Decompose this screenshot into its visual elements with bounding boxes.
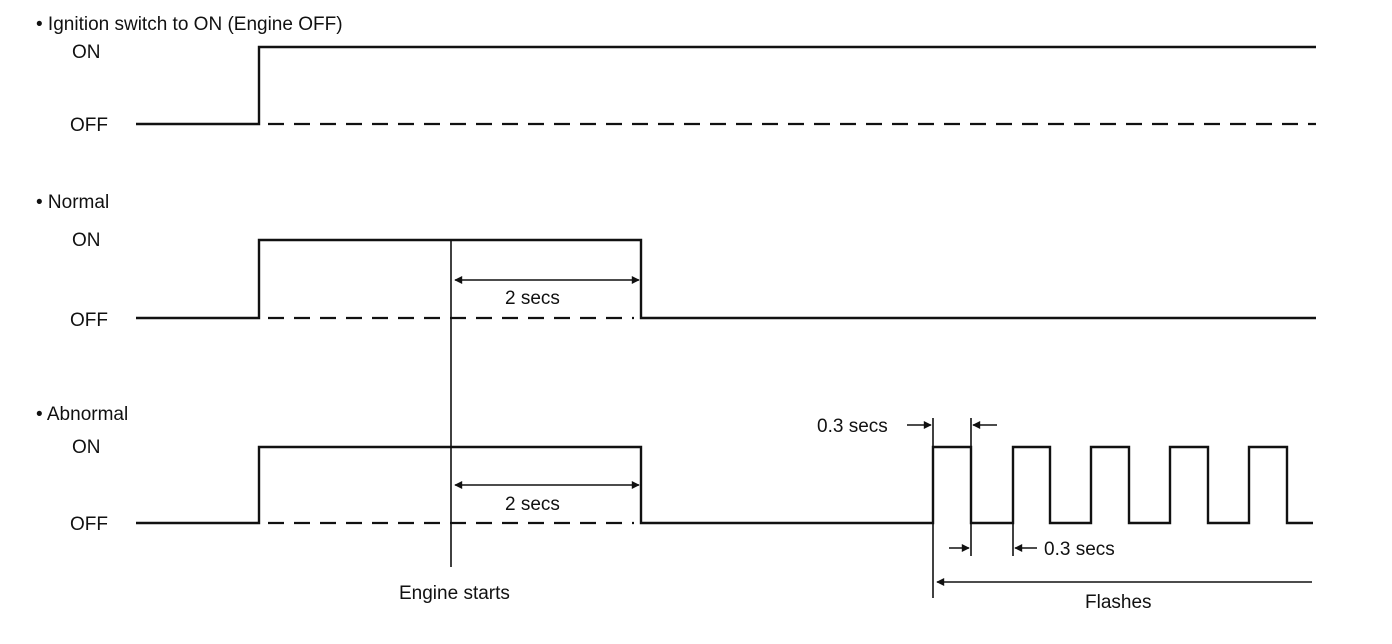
abnormal-section: • Abnormal ON OFF 2 secs 0.3 secs 0.3 se… bbox=[36, 404, 1313, 613]
off-time-label: 0.3 secs bbox=[1044, 539, 1115, 560]
ignition-on-label: ON bbox=[72, 42, 101, 63]
abnormal-duration-label: 2 secs bbox=[505, 494, 560, 515]
ignition-signal-trace bbox=[136, 45, 1316, 126]
normal-signal-trace bbox=[136, 238, 1316, 320]
on-time-label: 0.3 secs bbox=[817, 416, 888, 437]
engine-start-marker: Engine starts bbox=[399, 240, 510, 604]
abnormal-signal-trace bbox=[136, 445, 1313, 525]
normal-title: • Normal bbox=[36, 192, 109, 213]
ignition-title: • Ignition switch to ON (Engine OFF) bbox=[36, 14, 343, 35]
engine-start-label: Engine starts bbox=[399, 583, 510, 604]
ignition-section: • Ignition switch to ON (Engine OFF) ON … bbox=[36, 14, 1316, 136]
abnormal-on-label: ON bbox=[72, 437, 101, 458]
abnormal-off-label: OFF bbox=[70, 514, 108, 535]
flashes-label: Flashes bbox=[1085, 592, 1152, 613]
abnormal-title: • Abnormal bbox=[36, 404, 128, 425]
normal-off-label: OFF bbox=[70, 310, 108, 331]
normal-duration-label: 2 secs bbox=[505, 288, 560, 309]
normal-on-label: ON bbox=[72, 230, 101, 251]
ignition-off-label: OFF bbox=[70, 115, 108, 136]
normal-section: • Normal ON OFF 2 secs bbox=[36, 192, 1316, 331]
